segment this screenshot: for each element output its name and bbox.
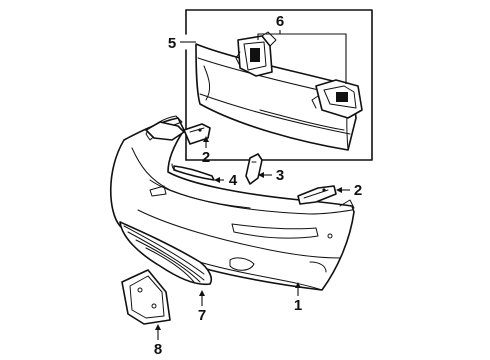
callout-8-label: 8 — [154, 341, 162, 358]
callout-1: 1 — [294, 282, 302, 314]
callout-5: 5 — [168, 35, 196, 52]
callout-3: 3 — [258, 167, 284, 184]
callout-2-left-label: 2 — [202, 149, 210, 166]
license-plate-bracket — [121, 269, 171, 325]
callout-6: 6 — [257, 13, 347, 84]
callout-4-label: 4 — [229, 172, 238, 189]
callout-7-label: 7 — [198, 307, 206, 324]
callout-1-label: 1 — [294, 297, 302, 314]
callout-3-label: 3 — [276, 167, 284, 184]
side-bracket-left — [183, 123, 211, 145]
inset-box — [185, 9, 373, 161]
callout-2-right-label: 2 — [354, 182, 362, 199]
callout-7: 7 — [198, 290, 206, 324]
reinforcement-bracket-right — [311, 79, 363, 119]
reinforcement-bracket-left — [235, 31, 277, 77]
callout-2-left: 2 — [202, 136, 210, 166]
callout-2-right: 2 — [336, 182, 362, 199]
side-bracket-right — [297, 185, 337, 205]
callout-8: 8 — [154, 324, 162, 358]
lower-grille — [119, 221, 213, 286]
callout-6-label: 6 — [276, 13, 284, 30]
callout-5-label: 5 — [168, 35, 176, 52]
callout-4: 4 — [214, 172, 238, 189]
energy-absorber-bracket — [245, 153, 263, 185]
